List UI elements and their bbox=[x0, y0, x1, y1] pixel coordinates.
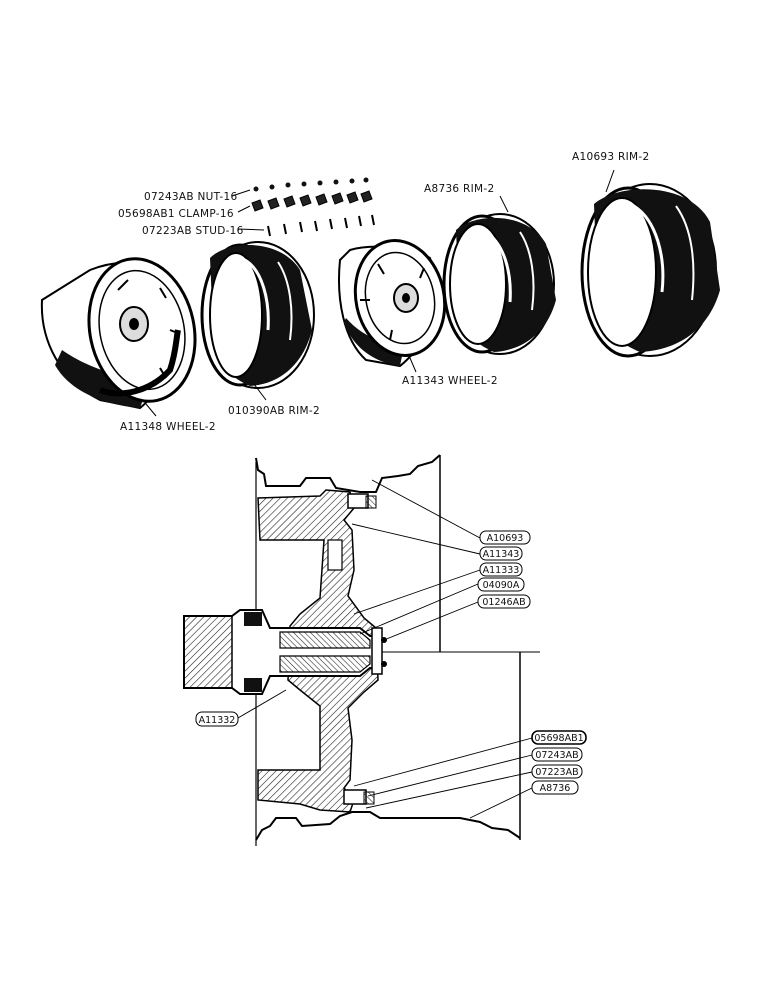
bushing-bottom bbox=[279, 655, 371, 673]
leader-wheel-a11343 bbox=[409, 357, 417, 373]
callout-04090a-text: 04090A bbox=[483, 580, 520, 591]
label-wheel-a11348: A11348 WHEEL-2 bbox=[120, 421, 216, 433]
hardware-leaders bbox=[231, 189, 265, 231]
label-wheel-a11343: A11343 WHEEL-2 bbox=[402, 375, 498, 387]
clamp-row bbox=[251, 190, 373, 212]
section-view: A10693 A11343 A11333 04090A 01246AB A113… bbox=[183, 454, 587, 846]
callout-a11343-text: A11343 bbox=[483, 549, 520, 560]
bushing-top bbox=[279, 631, 371, 649]
label-rim-010390ab: 010390AB RIM-2 bbox=[228, 405, 320, 417]
callout-05698ab1: 05698AB1 bbox=[531, 730, 587, 745]
callout-01246ab: 01246AB bbox=[477, 594, 531, 609]
callout-01246ab-text: 01246AB bbox=[482, 597, 525, 608]
bolt-top bbox=[347, 493, 369, 509]
nut-bottom bbox=[363, 791, 375, 805]
seal-bottom bbox=[244, 678, 262, 692]
label-rim-a8736: A8736 RIM-2 bbox=[424, 183, 494, 195]
callout-a8736: A8736 bbox=[531, 780, 579, 795]
callout-a11343: A11343 bbox=[479, 546, 523, 561]
callout-a11332-text: A11332 bbox=[199, 715, 236, 726]
cap-bolt-bottom bbox=[381, 661, 387, 667]
rim-010390ab bbox=[200, 241, 315, 389]
callout-a10693-text: A10693 bbox=[487, 533, 524, 544]
bolt-bottom bbox=[343, 789, 367, 805]
rim-a10693 bbox=[580, 183, 720, 358]
leader-rim-010390ab bbox=[253, 383, 267, 401]
callout-05698ab1-text: 05698AB1 bbox=[534, 733, 583, 744]
stud-row bbox=[267, 214, 375, 237]
wheel-a11348 bbox=[40, 257, 197, 410]
hub-cap bbox=[371, 627, 383, 675]
exploded-view: 07243AB NUT-16 05698AB1 CLAMP-16 07223AB… bbox=[40, 151, 720, 433]
wheel-a11343 bbox=[338, 239, 447, 368]
callout-07223ab-text: 07223AB bbox=[535, 767, 578, 778]
callout-a10693: A10693 bbox=[479, 530, 531, 545]
label-stud: 07223AB STUD-16 bbox=[142, 225, 244, 237]
callout-07223ab: 07223AB bbox=[531, 764, 583, 779]
rim-a8736 bbox=[442, 213, 556, 355]
axle-housing bbox=[183, 615, 233, 689]
leader-wheel-a11348 bbox=[145, 403, 157, 417]
callout-a11333-text: A11333 bbox=[483, 565, 520, 576]
rim-profile-bottom bbox=[255, 811, 521, 841]
leader-rim-a8736 bbox=[499, 195, 509, 213]
callout-04090a: 04090A bbox=[477, 577, 525, 592]
leader-rim-a10693 bbox=[605, 169, 615, 193]
callout-a8736-text: A8736 bbox=[540, 783, 571, 794]
callout-a11332: A11332 bbox=[195, 711, 239, 727]
seal-top bbox=[244, 612, 262, 626]
callout-07243ab: 07243AB bbox=[531, 747, 583, 762]
label-nut: 07243AB NUT-16 bbox=[144, 191, 237, 203]
callout-07243ab-text: 07243AB bbox=[535, 750, 578, 761]
callout-a11333: A11333 bbox=[479, 562, 523, 577]
rim-profile-top bbox=[255, 454, 441, 493]
section-leaders bbox=[237, 479, 533, 819]
nut-row bbox=[253, 177, 369, 192]
label-rim-a10693: A10693 RIM-2 bbox=[572, 151, 649, 163]
lug-top bbox=[327, 539, 343, 571]
nut-top bbox=[365, 495, 377, 509]
label-clamp: 05698AB1 CLAMP-16 bbox=[118, 208, 234, 220]
